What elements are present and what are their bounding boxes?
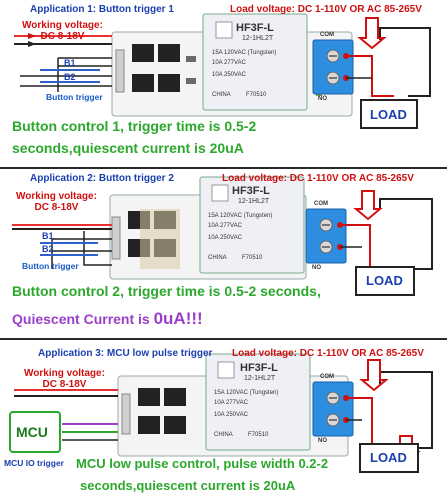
panel-3-wiring-diagram <box>9 353 433 473</box>
relay-code: F70510 <box>242 255 263 261</box>
mcu-io-trigger-label: MCU IO trigger <box>4 458 64 468</box>
pin-header <box>115 49 125 93</box>
panel-3-working-voltage: Working voltage: DC 8-18V <box>24 368 105 390</box>
terminal-no-label: NO <box>312 265 321 271</box>
ic-chip <box>132 44 154 62</box>
relay-model: HF3F-L <box>236 22 274 34</box>
relay-country: CHINA <box>212 92 231 98</box>
load-label: LOAD <box>370 450 407 465</box>
load-label: LOAD <box>366 273 403 288</box>
panel-1-description-line-2: seconds,quiescent current is 20uA <box>12 140 244 156</box>
relay-country: CHINA <box>214 432 233 438</box>
relay-sub: 12-1HL2T <box>244 375 276 382</box>
panel-divider <box>0 338 447 340</box>
application-panel-1: Application 1: Button trigger 1 Load vol… <box>0 0 447 166</box>
panel-2-load-voltage: Load voltage: DC 1-110V OR AC 85-265V <box>222 173 414 184</box>
panel-3-description-line-2: seconds,quiescent current is 20uA <box>80 478 296 493</box>
terminal-no-label: NO <box>318 96 327 102</box>
ic-chip <box>164 416 186 434</box>
relay-sub: 12-1HL2T <box>242 35 274 42</box>
relay-model: HF3F-L <box>240 362 278 374</box>
terminal-block <box>312 39 354 95</box>
relay-spec-3: 10A 250VAC <box>212 72 246 78</box>
relay-spec-2: 10A 277VAC <box>208 223 242 229</box>
panel-1-working-voltage: Working voltage: DC 8-18V <box>22 20 103 42</box>
load-wire-return <box>379 198 433 270</box>
load-arrow-icon <box>359 359 389 392</box>
load-box <box>355 266 415 296</box>
load-box <box>360 99 418 129</box>
panel-2-working-voltage: Working voltage: DC 8-18V <box>16 191 97 213</box>
load-arrow-icon <box>353 190 383 221</box>
button-b1-label: B1 <box>64 58 76 68</box>
relay-spec-1: 15A 120VAC (Tungsten) <box>214 390 279 396</box>
load-wire-return <box>379 27 431 97</box>
working-voltage-label: Working voltage: <box>24 368 105 379</box>
button-trigger-label: Button trigger <box>46 92 103 102</box>
load-box <box>359 443 419 473</box>
button-trigger-label: Button trigger <box>22 261 79 271</box>
ic-chip <box>138 388 160 406</box>
working-voltage-value: DC 8-18V <box>42 379 87 390</box>
relay-model: HF3F-L <box>232 185 270 197</box>
quiescent-current-prefix: Quiescent Current is <box>12 311 154 327</box>
relay-spec-1: 15A 120VAC (Tungsten) <box>212 50 277 56</box>
terminal-block <box>312 381 354 437</box>
pin-header <box>121 393 131 435</box>
button-b1-label: B1 <box>42 231 54 241</box>
ic-chip <box>164 388 186 406</box>
panel-3-load-voltage: Load voltage: DC 1-110V OR AC 85-265V <box>232 348 424 359</box>
terminal-block <box>305 208 347 264</box>
relay-spec-2: 10A 277VAC <box>214 400 248 406</box>
load-label: LOAD <box>370 107 407 122</box>
ic-chip <box>138 416 160 434</box>
relay-code: F70510 <box>246 92 267 98</box>
relay-spec-3: 10A 250VAC <box>208 235 242 241</box>
relay-spec-3: 10A 250VAC <box>214 412 248 418</box>
pin-header <box>111 216 121 260</box>
button-b2-label: B2 <box>64 72 76 82</box>
relay-country: CHINA <box>208 255 227 261</box>
panel-2-description-line-1: Button control 2, trigger time is 0.5-2 … <box>12 283 321 299</box>
ic-chip <box>158 74 180 92</box>
button-b2-label: B2 <box>42 244 54 254</box>
panel-3-description-line-1: MCU low pulse control, pulse width 0.2-2 <box>76 456 329 471</box>
ic-chip <box>132 74 154 92</box>
ic-chip <box>158 44 180 62</box>
panel-2-wiring-diagram <box>12 176 433 296</box>
working-voltage-value: DC 8-18V <box>40 31 85 42</box>
load-wire-com <box>346 55 394 97</box>
working-voltage-label: Working voltage: <box>16 191 97 202</box>
panel-1-wiring-diagram <box>14 13 431 129</box>
mcu-label: MCU <box>16 424 48 440</box>
quiescent-current-value: 0uA!!! <box>153 309 203 328</box>
terminal-com-label: COM <box>320 32 334 38</box>
relay-spec-1: 15A 120VAC (Tungsten) <box>208 213 273 219</box>
mcu-box <box>9 411 61 453</box>
load-arrow-icon <box>357 17 387 50</box>
panel-1-load-voltage: Load voltage: DC 1-110V OR AC 85-265V <box>230 4 422 15</box>
panel-3-title: Application 3: MCU low pulse trigger <box>38 348 213 359</box>
application-panel-3: Application 3: MCU low pulse trigger Loa… <box>0 340 447 500</box>
panel-1-title: Application 1: Button trigger 1 <box>30 4 174 15</box>
terminal-no-label: NO <box>318 438 327 444</box>
terminal-com-label: COM <box>320 374 334 380</box>
relay-spec-2: 10A 277VAC <box>212 60 246 66</box>
panel-divider <box>0 167 447 169</box>
relay-code: F70510 <box>248 432 269 438</box>
terminal-com-label: COM <box>314 201 328 207</box>
panel-2-description-line-2: Quiescent Current is 0uA!!! <box>12 309 203 329</box>
application-panel-2: Application 2: Button trigger 2 Load vol… <box>0 169 447 337</box>
panel-2-title: Application 2: Button trigger 2 <box>30 173 174 184</box>
working-voltage-label: Working voltage: <box>22 20 103 31</box>
panel-1-description-line-1: Button control 1, trigger time is 0.5-2 <box>12 118 257 134</box>
relay-sub: 12-1HL2T <box>238 198 270 205</box>
working-voltage-value: DC 8-18V <box>34 202 79 213</box>
